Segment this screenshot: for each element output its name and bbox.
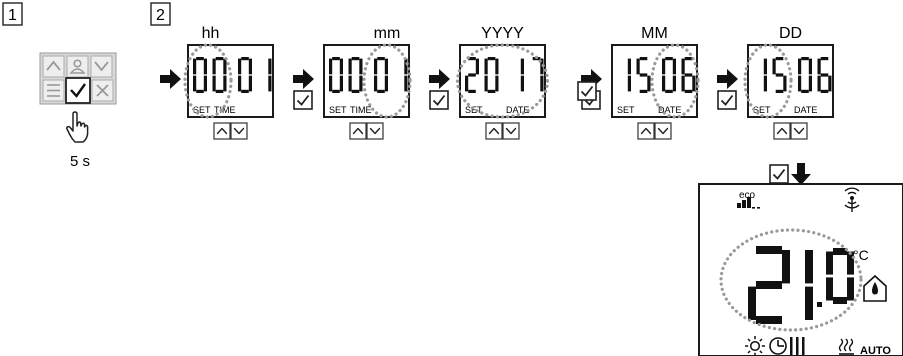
- segment-digit: [826, 248, 854, 304]
- screen-label-set: SET: [329, 105, 347, 115]
- screen-label-set: SET: [617, 105, 635, 115]
- keypad: [39, 52, 117, 105]
- screen-title: DD: [779, 25, 802, 42]
- user-icon[interactable]: [66, 55, 89, 78]
- segment-digit: [484, 57, 499, 93]
- right-arrow-icon: [293, 69, 314, 89]
- mode-label: AUTO: [860, 345, 891, 356]
- svg-text:2: 2: [156, 7, 165, 24]
- signal-icon: [844, 187, 860, 212]
- clock-icon: [769, 337, 787, 355]
- highlight-circle: [362, 43, 412, 119]
- schedule-bars: [790, 337, 805, 355]
- up-down-buttons[interactable]: [773, 122, 808, 140]
- segment-digit: [681, 57, 696, 93]
- step-2-label: 2: [150, 2, 171, 26]
- segment-digit: [212, 57, 227, 93]
- down-arrow-bold-icon: [791, 163, 811, 185]
- check-icon[interactable]: [429, 90, 449, 110]
- screen-label-mode: DATE: [506, 105, 529, 115]
- screen-title: YYYY: [481, 25, 524, 42]
- down-arrow-icon[interactable]: [90, 55, 113, 78]
- segment-digit: [662, 57, 676, 93]
- press-duration: 5 s: [70, 153, 90, 170]
- house-icon: [863, 274, 887, 302]
- screen-label-mode: DATE: [658, 105, 681, 115]
- segment-digit: [329, 57, 343, 93]
- cross-icon[interactable]: [91, 79, 114, 102]
- segment-digit: [348, 57, 363, 93]
- eco-icon: eco: [737, 190, 760, 209]
- screen-label-mode: TIME: [214, 105, 236, 115]
- heating-icon: [838, 338, 854, 355]
- segment-digit: [193, 57, 207, 93]
- unit-label: °C: [853, 247, 869, 263]
- segment-digit: [520, 58, 524, 92]
- screen-label-mode: DATE: [794, 105, 817, 115]
- hand-pointer-icon: [66, 111, 89, 143]
- segment-digit: [748, 246, 790, 324]
- segment-digit: [465, 57, 479, 93]
- step-1-label: 1: [2, 2, 23, 26]
- up-down-buttons[interactable]: [485, 122, 520, 140]
- segment-digit: [404, 58, 408, 92]
- decimal-point: [817, 302, 822, 307]
- highlight-circle: [719, 228, 863, 332]
- svg-text:1: 1: [8, 7, 17, 24]
- check-button[interactable]: [65, 77, 91, 104]
- screen-title: hh: [202, 25, 220, 42]
- highlight-circle: [455, 43, 550, 119]
- screen-title: mm: [374, 25, 401, 42]
- segment-digit: [374, 57, 388, 93]
- screen-title: MM: [641, 25, 668, 42]
- lcd-screen: DD SET DATE: [743, 25, 834, 140]
- svg-text:eco: eco: [739, 190, 756, 201]
- highlight-circle: [183, 43, 233, 119]
- segment-digit: [798, 57, 812, 93]
- lcd-screen: MM SET DATE: [611, 25, 700, 140]
- segment-digit: [636, 57, 651, 93]
- screen-label-set: SET: [193, 105, 211, 115]
- segment-digit: [772, 57, 787, 93]
- highlight-circle: [650, 43, 700, 119]
- check-icon[interactable]: [293, 90, 313, 110]
- right-arrow-icon: [429, 69, 450, 89]
- screen-label-set: SET: [753, 105, 771, 115]
- check-icon[interactable]: [717, 90, 737, 110]
- segment-digit: [238, 57, 252, 93]
- highlight-circle: [743, 43, 793, 119]
- segment-digit: [763, 58, 767, 92]
- up-down-buttons[interactable]: [213, 122, 248, 140]
- check-icon[interactable]: [577, 81, 597, 101]
- confirm-check-icon[interactable]: [769, 164, 789, 184]
- lcd-screen: YYYY SET DATE: [455, 25, 550, 140]
- final-display: eco °C: [698, 183, 903, 356]
- temperature-display: [748, 246, 854, 324]
- up-down-buttons[interactable]: [349, 122, 384, 140]
- segment-digit: [805, 250, 813, 320]
- right-arrow-icon: [160, 69, 181, 89]
- up-down-buttons[interactable]: [637, 122, 672, 140]
- screen-label-set: SET: [465, 105, 483, 115]
- up-arrow-icon[interactable]: [42, 55, 65, 78]
- segment-digit: [268, 58, 272, 92]
- screen-label-mode: TIME: [350, 105, 372, 115]
- right-arrow-icon: [717, 69, 738, 89]
- menu-icon[interactable]: [42, 79, 65, 102]
- segment-digit: [627, 58, 631, 92]
- segment-digit: [817, 57, 832, 93]
- sun-icon: [745, 336, 765, 356]
